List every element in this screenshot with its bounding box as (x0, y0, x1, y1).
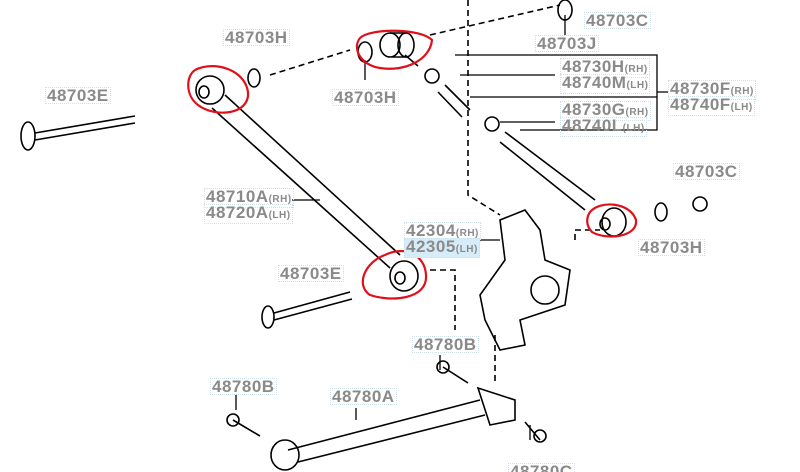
label-48730F: 48730F(RH) (668, 80, 756, 100)
label-42305: 42305(LH) (404, 238, 480, 258)
label-48703C-top: 48703C (584, 11, 651, 30)
label-48740L: 48740L(LH) (560, 117, 647, 137)
bolt-48703E-mid (261, 291, 353, 329)
label-48780A: 48780A (330, 387, 397, 406)
side: (RH) (730, 86, 754, 97)
side: (RH) (455, 228, 479, 239)
label-48720A: 48720A(LH) (204, 204, 293, 224)
bolt-48703E-left (20, 115, 136, 151)
side: (RH) (268, 194, 292, 205)
label-48740F: 48740F(LH) (668, 96, 755, 116)
side: (RH) (624, 64, 648, 75)
label-48703H-mid: 48703H (332, 88, 399, 107)
lateral-rod-48710A (195, 68, 419, 292)
label-48710A: 48710A(RH) (204, 188, 294, 208)
toe-adjust-link (357, 0, 708, 237)
part-number: 42304 (406, 221, 456, 240)
part-number: 48740L (562, 116, 623, 135)
side: (LH) (622, 123, 645, 134)
side: (RH) (625, 107, 649, 118)
label-48703C-right: 48703C (673, 162, 740, 181)
side: (LH) (730, 102, 753, 113)
part-number: 48740M (562, 73, 627, 92)
label-48703J: 48703J (535, 34, 599, 53)
label-48780C: 48780C (508, 463, 575, 472)
lower-arm-48780A (226, 360, 547, 471)
side: (LH) (626, 80, 649, 91)
label-48780B-left: 48780B (210, 377, 277, 396)
part-number: 48710A (206, 187, 269, 206)
part-number: 48730F (670, 79, 731, 98)
side: (LH) (268, 210, 291, 221)
part-number: 48730H (562, 57, 625, 76)
side: (LH) (455, 244, 478, 255)
part-number: 48730G (562, 100, 626, 119)
knuckle-42304 (479, 209, 571, 351)
label-48703H-right: 48703H (638, 238, 705, 257)
label-48740M: 48740M(LH) (560, 73, 651, 94)
label-48703H-top: 48703H (223, 28, 290, 47)
label-48730G: 48730G(RH) (560, 101, 651, 121)
label-48703E-left: 48703E (45, 86, 111, 105)
part-number: 48720A (206, 203, 269, 222)
label-48780B-right: 48780B (412, 335, 479, 354)
part-number: 42305 (406, 237, 456, 256)
part-number: 48740F (670, 95, 731, 114)
label-48703E-mid: 48703E (278, 264, 344, 283)
dashed-guides (269, 0, 600, 385)
label-48730H: 48730H(RH) (560, 58, 650, 78)
